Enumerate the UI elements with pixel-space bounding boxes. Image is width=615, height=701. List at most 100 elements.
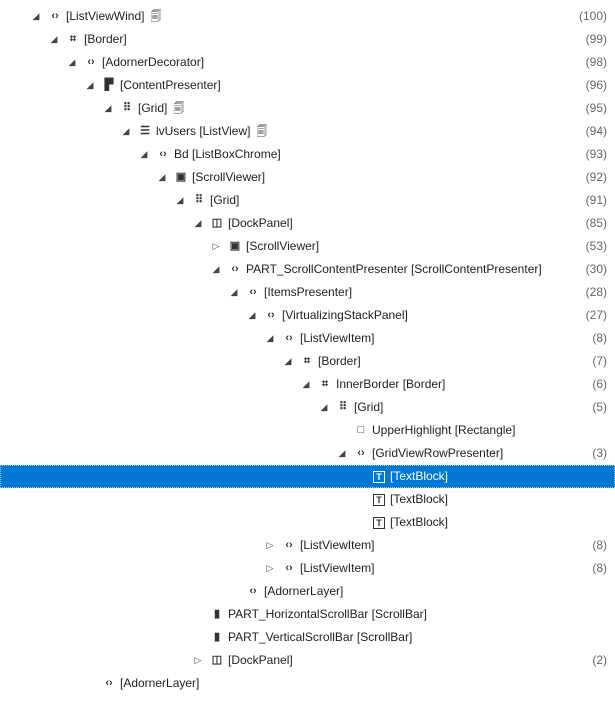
code-icon: ‹›: [285, 562, 293, 574]
expanded-chevron-icon[interactable]: ◢: [248, 310, 256, 320]
expanded-chevron-icon[interactable]: ◢: [230, 287, 238, 297]
descendant-count: (94): [585, 124, 607, 138]
tree-node[interactable]: ◢ ‹› PART_ScrollContentPresenter [ScrollCo…: [0, 258, 615, 281]
tree-node[interactable]: ◢⌗[Border](7): [0, 350, 615, 373]
expanded-chevron-icon[interactable]: ◢: [50, 34, 58, 44]
collapsed-chevron-icon[interactable]: ▷: [194, 655, 202, 665]
node-label: [ListViewWind]: [66, 9, 145, 23]
tree-node[interactable]: ▮PART_VerticalScrollBar [ScrollBar]: [0, 626, 615, 649]
node-label: [TextBlock]: [390, 469, 449, 483]
node-label: UpperHighlight [Rectangle]: [372, 423, 516, 437]
node-label: lvUsers [ListView]: [156, 124, 251, 138]
dockpanel-icon: ◫: [211, 654, 223, 666]
tree-node[interactable]: ◢‹›[ListViewWind]🗐(100): [0, 5, 615, 28]
tree-node[interactable]: ◢ ☰ lvUsers [ListView] 🗐 (94): [0, 120, 615, 143]
descendant-count: (6): [592, 377, 607, 391]
expanded-chevron-icon[interactable]: ◢: [122, 126, 130, 136]
tree-node[interactable]: ◢▣[ScrollViewer](92): [0, 166, 615, 189]
document-icon[interactable]: 🗐: [173, 103, 185, 115]
scrollviewer-icon: ▣: [229, 240, 241, 252]
descendant-count: (95): [585, 101, 607, 115]
descendant-count: (99): [585, 32, 607, 46]
tree-node[interactable]: ▷‹›[ListViewItem](8): [0, 534, 615, 557]
document-icon[interactable]: 🗐: [256, 126, 268, 138]
tree-node[interactable]: ◢‹›[GridViewRowPresenter](3): [0, 442, 615, 465]
code-icon: ‹›: [231, 263, 239, 275]
tree-node[interactable]: ◢‹›[VirtualizingStackPanel](27): [0, 304, 615, 327]
expanded-chevron-icon[interactable]: ◢: [140, 149, 148, 159]
descendant-count: (30): [585, 262, 607, 276]
expanded-chevron-icon[interactable]: ◢: [302, 379, 310, 389]
node-label: [ScrollViewer]: [192, 170, 266, 184]
node-label: PART_VerticalScrollBar [ScrollBar]: [228, 630, 413, 644]
expanded-chevron-icon[interactable]: ◢: [86, 80, 94, 90]
descendant-count: (8): [592, 561, 607, 575]
code-icon: ‹›: [249, 585, 257, 597]
node-label: [AdornerLayer]: [264, 584, 344, 598]
listview-icon: ☰: [140, 125, 150, 137]
node-label: [ListViewItem]: [300, 561, 375, 575]
expanded-chevron-icon[interactable]: ◢: [338, 448, 346, 458]
tree-node[interactable]: ▮PART_HorizontalScrollBar [ScrollBar]: [0, 603, 615, 626]
expanded-chevron-icon[interactable]: ◢: [320, 402, 328, 412]
tree-node[interactable]: ◢‹›[ItemsPresenter](28): [0, 281, 615, 304]
expanded-chevron-icon[interactable]: ◢: [194, 218, 202, 228]
expanded-chevron-icon[interactable]: ◢: [68, 57, 76, 67]
node-label: [ListViewItem]: [300, 331, 375, 345]
code-icon: ‹›: [285, 332, 293, 344]
descendant-count: (5): [592, 400, 607, 414]
border-icon: ⌗: [321, 378, 329, 390]
node-label: InnerBorder [Border]: [336, 377, 446, 391]
tree-node[interactable]: ▷ ◫ [DockPanel] (2): [0, 649, 615, 672]
tree-node[interactable]: ◢⌗[Border](99): [0, 28, 615, 51]
node-label: [DockPanel]: [228, 653, 293, 667]
tree-node[interactable]: ‹› [AdornerLayer]: [0, 672, 615, 695]
node-label: [ItemsPresenter]: [264, 285, 353, 299]
tree-node[interactable]: ◢‹›[AdornerDecorator](98): [0, 51, 615, 74]
tree-node[interactable]: ◢◫[DockPanel](85): [0, 212, 615, 235]
node-label: [VirtualizingStackPanel]: [282, 308, 408, 322]
textblock-icon: T: [373, 471, 385, 483]
descendant-count: (85): [585, 216, 607, 230]
tree-node[interactable]: ▷▣[ScrollViewer](53): [0, 235, 615, 258]
node-label: [AdornerLayer]: [120, 676, 200, 690]
tree-node[interactable]: ▷ ‹› [ListViewItem] (8): [0, 557, 615, 580]
tree-node[interactable]: ◢‹›Bd [ListBoxChrome](93): [0, 143, 615, 166]
descendant-count: (53): [585, 239, 607, 253]
code-icon: ‹›: [105, 677, 113, 689]
collapsed-chevron-icon[interactable]: ▷: [266, 563, 274, 573]
tree-node[interactable]: ◢⠿[Grid](5): [0, 396, 615, 419]
expanded-chevron-icon[interactable]: ◢: [32, 11, 40, 21]
expanded-chevron-icon[interactable]: ◢: [266, 333, 274, 343]
tree-node[interactable]: ◢▛[ContentPresenter](96): [0, 74, 615, 97]
live-visual-tree: ◢‹›[ListViewWind]🗐(100)◢⌗[Border](99)◢‹›…: [0, 5, 615, 695]
tree-node[interactable]: ◢⠿[Grid]🗐(95): [0, 97, 615, 120]
node-label: Bd [ListBoxChrome]: [174, 147, 281, 161]
textblock-icon: T: [373, 494, 385, 506]
descendant-count: (2): [592, 653, 607, 667]
document-icon[interactable]: 🗐: [150, 11, 162, 23]
tree-node[interactable]: □UpperHighlight [Rectangle]: [0, 419, 615, 442]
expanded-chevron-icon[interactable]: ◢: [104, 103, 112, 113]
tree-node[interactable]: T[TextBlock]: [0, 511, 615, 534]
code-icon: ‹›: [249, 286, 257, 298]
expanded-chevron-icon[interactable]: ◢: [284, 356, 292, 366]
tree-node[interactable]: T[TextBlock]: [0, 488, 615, 511]
descendant-count: (100): [578, 9, 607, 23]
tree-node[interactable]: T [TextBlock]: [0, 465, 615, 488]
expanded-chevron-icon[interactable]: ◢: [212, 264, 220, 274]
descendant-count: (3): [592, 446, 607, 460]
tree-node[interactable]: ◢ ⌗ InnerBorder [Border] (6): [0, 373, 615, 396]
collapsed-chevron-icon[interactable]: ▷: [266, 540, 274, 550]
node-label: [Grid]: [138, 101, 168, 115]
node-label: PART_ScrollContentPresenter [ScrollConte…: [246, 262, 542, 276]
expanded-chevron-icon[interactable]: ◢: [158, 172, 166, 182]
node-label: [ListViewItem]: [300, 538, 375, 552]
tree-node[interactable]: ◢‹›[ListViewItem](8): [0, 327, 615, 350]
tree-node[interactable]: ◢⠿[Grid](91): [0, 189, 615, 212]
node-label: [Border]: [84, 32, 127, 46]
tree-node[interactable]: ‹› [AdornerLayer]: [0, 580, 615, 603]
collapsed-chevron-icon[interactable]: ▷: [212, 241, 220, 251]
descendant-count: (92): [585, 170, 607, 184]
expanded-chevron-icon[interactable]: ◢: [176, 195, 184, 205]
